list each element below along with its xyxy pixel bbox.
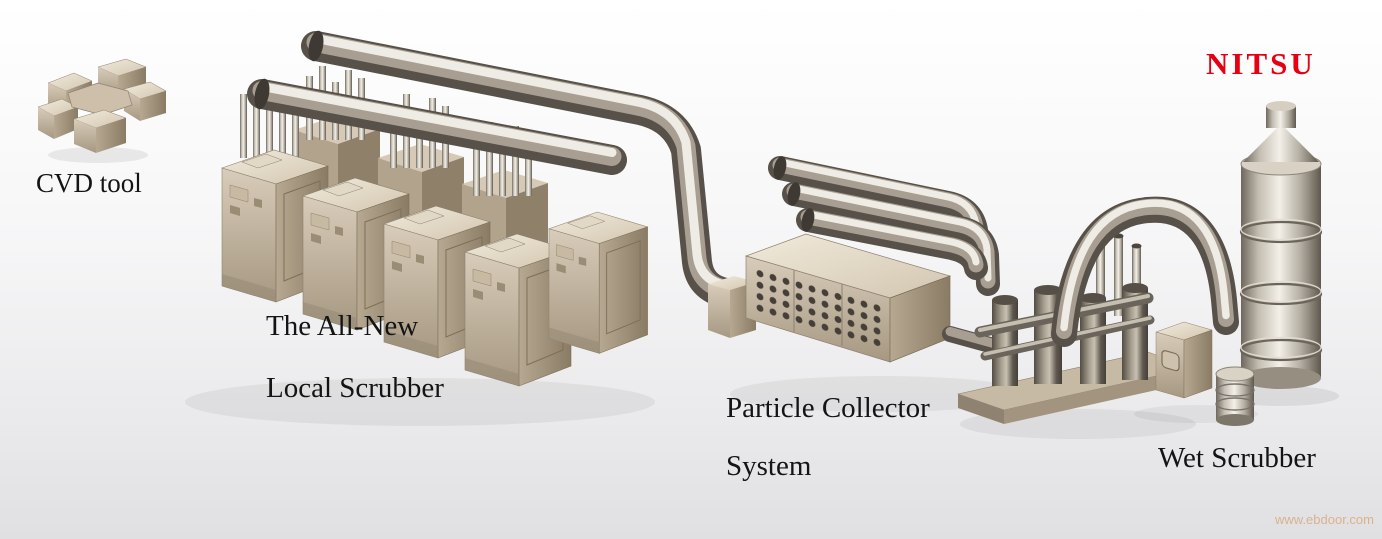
watermark: www.ebdoor.com [1275, 512, 1374, 527]
ground-shadows [185, 376, 1339, 439]
nitsu-logo: NITSU [1206, 46, 1316, 81]
label-wet-scrubber: Wet Scrubber [1158, 442, 1316, 474]
label-cvd-tool: CVD tool [36, 168, 142, 198]
control-cabinet [1155, 321, 1213, 399]
label-local-scrubber-line2: Local Scrubber [266, 372, 444, 404]
label-particle-collector-line1: Particle Collector [726, 392, 930, 424]
label-local-scrubber-line1: The All-New [266, 310, 419, 342]
particle-collector-unit [708, 156, 1016, 363]
wet-scrubber-tower [1239, 101, 1323, 389]
scrubber-riser-pipe [1051, 196, 1239, 347]
drain-drum [1215, 366, 1255, 426]
perforated-face [754, 266, 884, 350]
cvd-tool-cluster [37, 58, 167, 163]
label-particle-collector-line2: System [726, 450, 812, 482]
